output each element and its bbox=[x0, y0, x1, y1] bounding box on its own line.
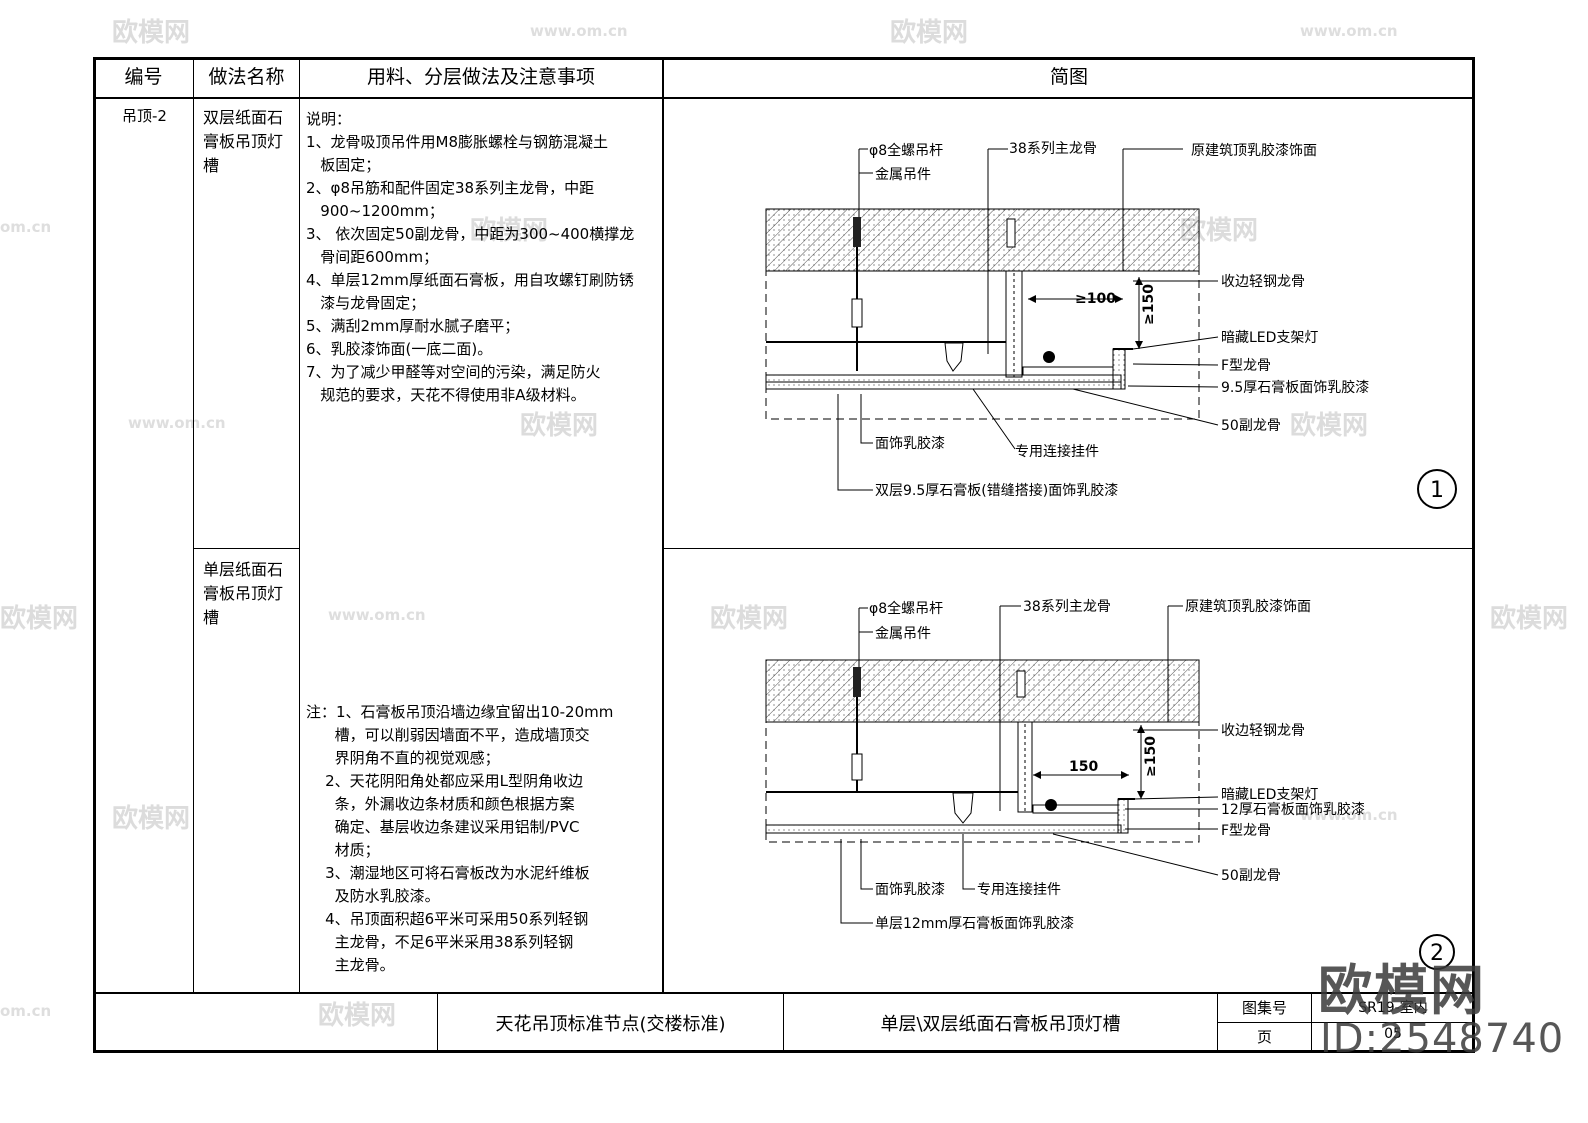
watermark-url: om.cn bbox=[0, 218, 52, 236]
atlas-value: SR19-室内 bbox=[1358, 1000, 1428, 1016]
label-edge-keel: 收边轻钢龙骨 bbox=[1221, 274, 1305, 290]
brand-watermark: 欧模网 bbox=[1318, 959, 1486, 1022]
label-board: 9.5厚石膏板面饰乳胶漆 bbox=[1221, 379, 1369, 396]
detail-number-circle bbox=[1419, 934, 1455, 970]
notes-remarks: 注：1、石膏板吊顶沿墙边缘宜留出10-20mm 槽，可以削弱因墙面不平，造成墙顶… bbox=[306, 703, 614, 974]
row-divider bbox=[193, 548, 299, 549]
label-rod: φ8全螺吊杆 bbox=[869, 600, 943, 617]
rod-anchor bbox=[1006, 218, 1016, 248]
label-main-keel: 38系列主龙骨 bbox=[1009, 141, 1097, 157]
title-drawing: 单层\双层纸面石膏板吊顶灯槽 bbox=[880, 1014, 1121, 1035]
title-block-divider bbox=[1217, 1022, 1474, 1023]
led-lamp bbox=[1043, 351, 1055, 363]
label-connector: 专用连接挂件 bbox=[977, 881, 1061, 898]
diagram-single-layer: φ8全螺吊杆 金属吊件 38系列主龙骨 原建筑顶乳胶漆饰面 收边轻钢龙骨 150… bbox=[765, 598, 1455, 970]
label-led: 暗藏LED支架灯 bbox=[1221, 330, 1318, 346]
watermark-brand: 欧模网 bbox=[710, 604, 789, 634]
label-hanger: 金属吊件 bbox=[875, 626, 931, 642]
atlas-label: 图集号 bbox=[1241, 999, 1287, 1017]
label-dim-height: ≥150 bbox=[1141, 284, 1157, 325]
header-diagram: 简图 bbox=[1049, 66, 1088, 88]
watermark-brand: 欧模网 bbox=[0, 604, 79, 634]
watermark-url: www.om.cn bbox=[328, 606, 426, 624]
label-f-keel: F型龙骨 bbox=[1221, 358, 1271, 374]
label-paint: 面饰乳胶漆 bbox=[875, 435, 945, 452]
watermark-brand: 欧模网 bbox=[112, 804, 191, 834]
title-project: 天花吊顶标准节点(交楼标准) bbox=[495, 1014, 726, 1035]
watermark-brand: 欧模网 bbox=[1490, 604, 1569, 634]
label-main-keel: 38系列主龙骨 bbox=[1023, 599, 1111, 615]
method-name-single: 单层纸面石膏板吊顶灯槽 bbox=[203, 560, 284, 627]
col-divider bbox=[299, 58, 300, 992]
label-paint: 面饰乳胶漆 bbox=[875, 881, 945, 898]
label-ceiling: 原建筑顶乳胶漆饰面 bbox=[1191, 142, 1317, 159]
col-divider bbox=[193, 58, 194, 992]
rod-anchor bbox=[853, 667, 861, 697]
label-connector: 专用连接挂件 bbox=[1015, 443, 1099, 460]
title-block-divider bbox=[94, 992, 1474, 994]
watermark-brand: 欧模网 bbox=[112, 18, 191, 48]
watermark-brand: 欧模网 bbox=[520, 411, 599, 441]
led-lamp bbox=[1045, 799, 1057, 811]
label-f-keel: F型龙骨 bbox=[1221, 823, 1271, 839]
label-ceiling: 原建筑顶乳胶漆饰面 bbox=[1185, 598, 1311, 615]
header-materials: 用料、分层做法及注意事项 bbox=[366, 66, 595, 88]
watermark-url: www.om.cn bbox=[530, 22, 628, 40]
title-block-divider bbox=[437, 993, 438, 1051]
label-dim-height: ≥150 bbox=[1143, 736, 1159, 777]
watermark-brand: 欧模网 bbox=[1290, 411, 1369, 441]
label-single-board: 单层12mm厚石膏板面饰乳胶漆 bbox=[875, 915, 1074, 932]
detail-number: 2 bbox=[1430, 941, 1444, 966]
label-edge-keel: 收边轻钢龙骨 bbox=[1221, 723, 1305, 739]
label-sub-keel: 50副龙骨 bbox=[1221, 418, 1281, 434]
label-led: 暗藏LED支架灯 bbox=[1221, 787, 1318, 803]
notes-description: 说明： 1、龙骨吸顶吊件用M8膨胀螺栓与钢筋混凝土 板固定； 2、φ8吊筋和配件… bbox=[306, 110, 635, 404]
rod-anchor bbox=[853, 217, 861, 247]
method-name-double: 双层纸面石膏板吊顶灯槽 bbox=[203, 108, 284, 175]
row-code: 吊顶-2 bbox=[122, 107, 167, 125]
label-dim-width: 150 bbox=[1069, 759, 1098, 775]
watermark-url: om.cn bbox=[0, 1002, 52, 1020]
watermark-brand: 欧模网 bbox=[470, 216, 549, 246]
label-rod: φ8全螺吊杆 bbox=[869, 142, 943, 159]
watermark-url: www.om.cn bbox=[1300, 806, 1398, 824]
watermark-brand: 欧模网 bbox=[318, 1001, 397, 1031]
watermark-brand: 欧模网 bbox=[890, 18, 969, 48]
detail-number: 1 bbox=[1430, 478, 1444, 503]
header-code: 编号 bbox=[124, 66, 163, 88]
row-divider bbox=[663, 548, 1474, 549]
page-value: 05 bbox=[1384, 1026, 1402, 1042]
detail-number-circle bbox=[1417, 469, 1457, 509]
header-divider bbox=[94, 97, 1474, 99]
rod-anchor bbox=[1016, 670, 1026, 698]
label-board: 12厚石膏板面饰乳胶漆 bbox=[1221, 801, 1365, 818]
watermark-url: www.om.cn bbox=[128, 414, 226, 432]
header-method: 做法名称 bbox=[208, 66, 285, 88]
page-label: 页 bbox=[1256, 1028, 1272, 1046]
watermark-url: www.om.cn bbox=[1300, 22, 1398, 40]
label-sub-keel: 50副龙骨 bbox=[1221, 868, 1281, 884]
col-divider bbox=[662, 58, 664, 992]
drawing-frame bbox=[93, 57, 1475, 1053]
label-hanger: 金属吊件 bbox=[875, 167, 931, 183]
label-dim-width: ≥100 bbox=[1075, 291, 1116, 307]
title-block-divider bbox=[783, 993, 784, 1051]
diagram-double-layer: φ8全螺吊杆 金属吊件 38系列主龙骨 原建筑顶乳胶漆饰面 收边轻钢龙骨 ≥10… bbox=[765, 141, 1457, 509]
id-watermark: ID:2548740 bbox=[1320, 1016, 1565, 1062]
label-double-board: 双层9.5厚石膏板(错缝搭接)面饰乳胶漆 bbox=[875, 482, 1118, 499]
